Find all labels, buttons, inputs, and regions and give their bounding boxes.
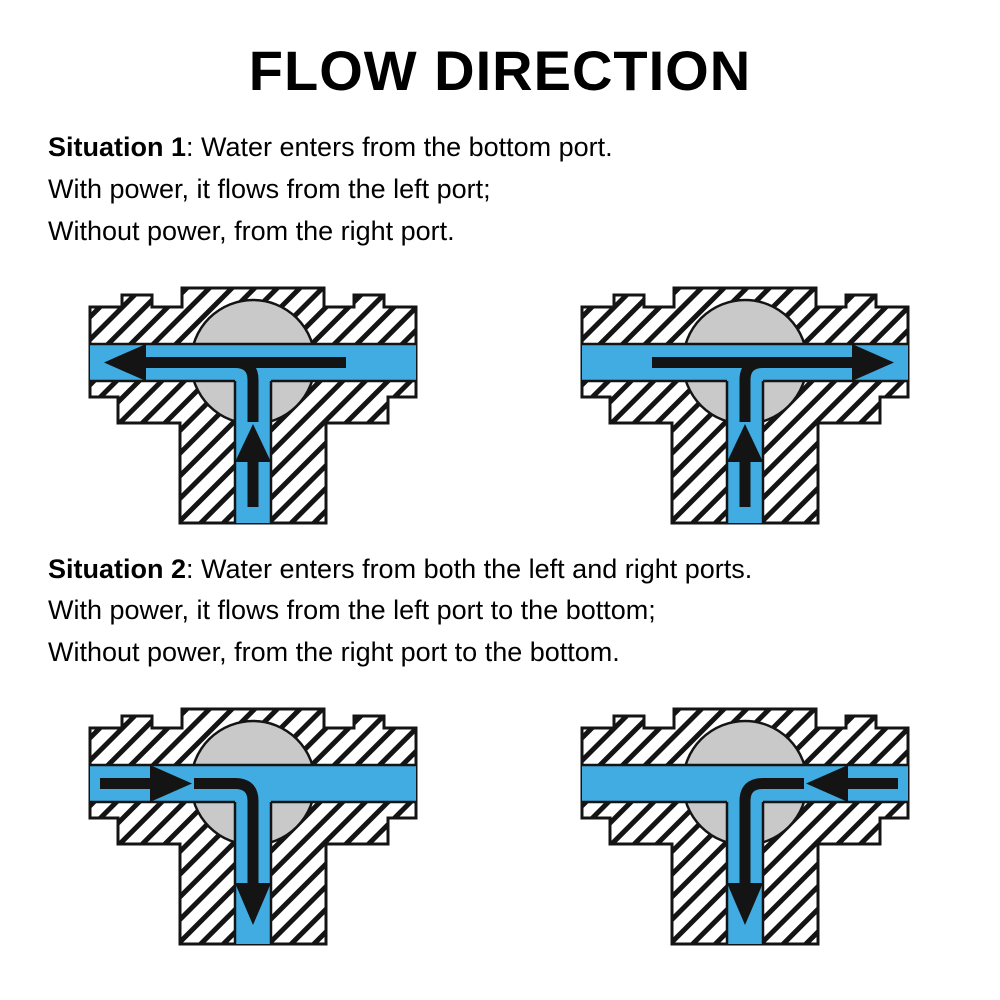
- arrow-head-up-icon: [235, 423, 271, 462]
- flow-elbow: [739, 778, 804, 885]
- situation-2-description: Situation 2: Water enters from both the …: [48, 549, 952, 675]
- valve-diagram-bottom-to-right: [580, 286, 910, 525]
- flow-arrows: [104, 343, 346, 507]
- situation-1-description: Situation 1: Water enters from the botto…: [48, 127, 952, 253]
- situation-2-line3: Without power, from the right port to th…: [48, 637, 620, 668]
- situation-2-line2: With power, it flows from the left port …: [48, 595, 656, 626]
- situation-2-diagrams: [0, 706, 1000, 946]
- vertical-channel-edges: [233, 802, 273, 945]
- arrow-head-right-icon: [852, 343, 894, 381]
- arrow-head-left-icon: [104, 343, 146, 381]
- vertical-channel-edges: [725, 802, 765, 945]
- vertical-channel-edges: [725, 380, 765, 523]
- flow-elbow: [194, 778, 259, 885]
- situation-1-line1: Situation 1: Water enters from the botto…: [48, 127, 952, 169]
- valve-diagram-bottom-to-left: [88, 286, 418, 525]
- situation-1-intro: : Water enters from the bottom port.: [186, 132, 613, 162]
- situation-1-section: Situation 1: Water enters from the botto…: [0, 127, 1000, 525]
- flow-elbow: [739, 356, 764, 422]
- situation-1-label: Situation 1: [48, 132, 187, 162]
- situation-2-line1: Situation 2: Water enters from both the …: [48, 549, 952, 591]
- situation-1-line2: With power, it flows from the left port;: [48, 173, 491, 204]
- arrow-head-down-icon: [727, 883, 763, 926]
- flow-arrows: [727, 765, 898, 926]
- arrow-head-left-icon: [806, 765, 848, 803]
- flow-arrows: [100, 765, 271, 926]
- situation-2-section: Situation 2: Water enters from both the …: [0, 549, 1000, 947]
- flow-arrows: [652, 343, 894, 507]
- situation-2-label: Situation 2: [48, 553, 187, 584]
- flow-elbow: [234, 356, 259, 422]
- valve-diagram-left-to-bottom: [88, 707, 418, 946]
- arrow-head-right-icon: [150, 765, 192, 803]
- vertical-channel-edges: [233, 380, 273, 523]
- arrow-head-down-icon: [235, 883, 271, 926]
- situation-1-diagrams: [0, 285, 1000, 525]
- arrow-head-up-icon: [727, 423, 763, 462]
- situation-1-line3: Without power, from the right port.: [48, 215, 455, 246]
- page-title: FLOW DIRECTION: [248, 39, 752, 102]
- situation-2-intro: : Water enters from both the left and ri…: [186, 553, 753, 584]
- valve-diagram-right-to-bottom: [580, 707, 910, 946]
